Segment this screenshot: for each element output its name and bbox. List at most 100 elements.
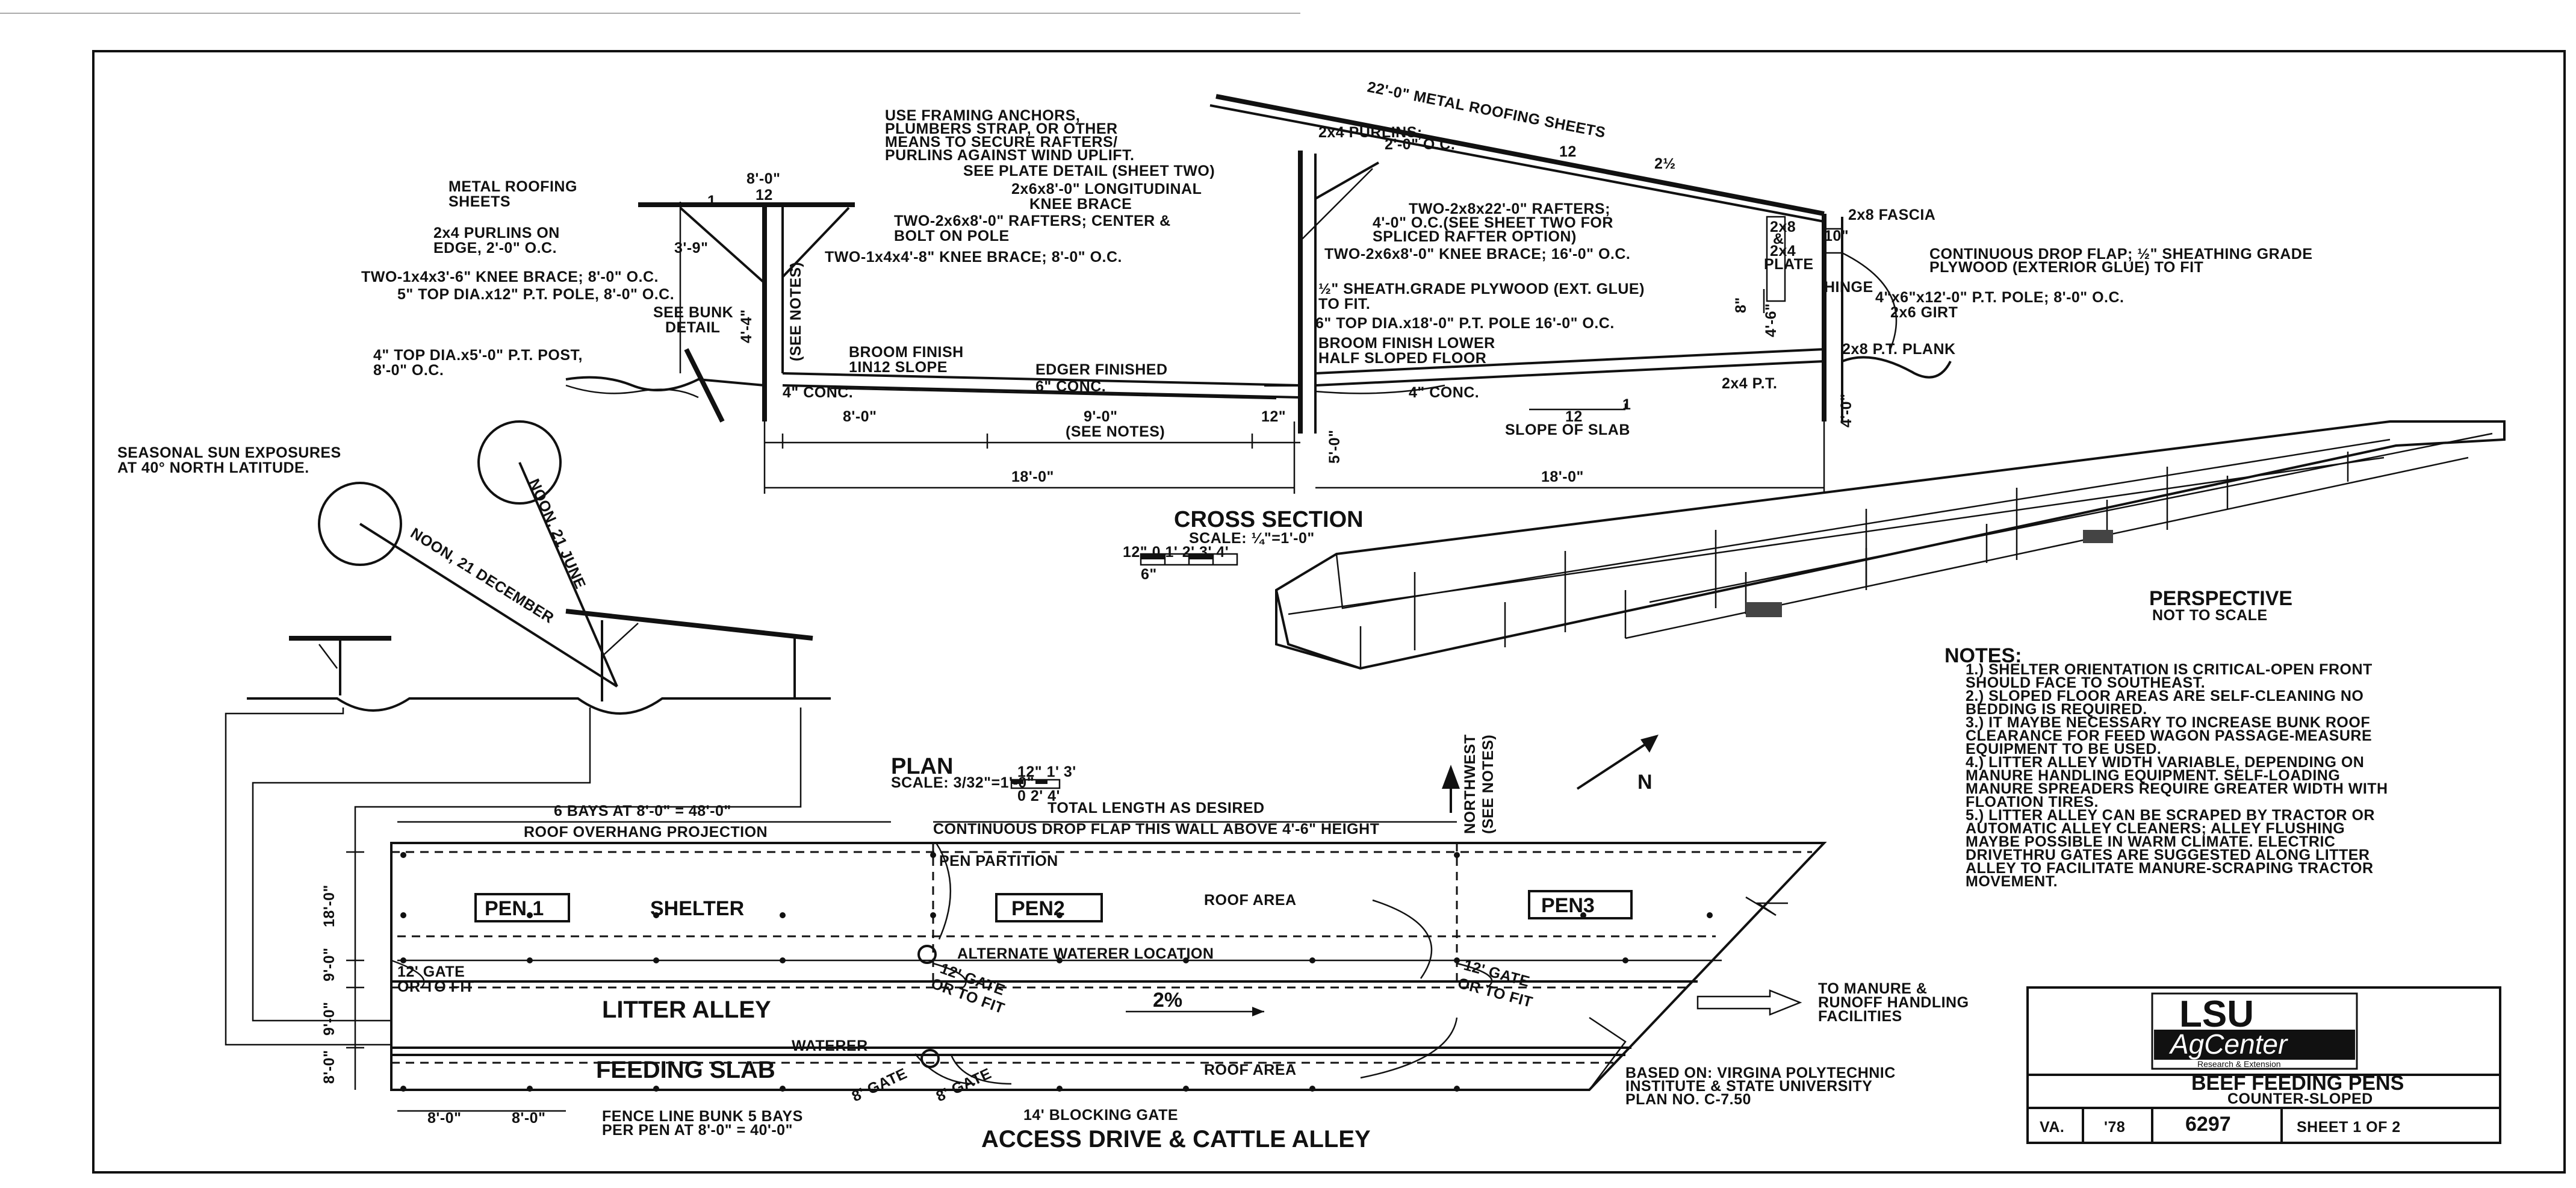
note-line: EQUIPMENT TO BE USED.	[1966, 741, 2161, 757]
note-line: CLEARANCE FOR FEED WAGON PASSAGE-MEASURE	[1966, 727, 2372, 744]
label-pitch-12-left: 12	[756, 187, 773, 204]
note-line: MANURE HANDLING EQUIPMENT. SELF-LOADING	[1966, 767, 2340, 784]
label-framing-2: PLUMBERS STRAP, OR OTHER	[885, 120, 1118, 137]
label-broom-finish: BROOM FINISH	[849, 344, 964, 361]
cross-section-scale-ticks: 12" 0 1' 2' 3' 4'	[1123, 544, 1229, 561]
shelter-label: SHELTER	[650, 897, 744, 920]
lsu-agcenter-logo: LSU AgCenter Research & Extension	[2151, 992, 2358, 1070]
label-purlins-on-edge-2: EDGE, 2'-0" O.C.	[433, 240, 557, 257]
label-pole-6-top: 6" TOP DIA.x18'-0" P.T. POLE 16'-0" O.C.	[1315, 315, 1615, 332]
label-pt-2x4: 2x4 P.T.	[1722, 375, 1778, 392]
label-fascia: 2x8 FASCIA	[1848, 207, 1935, 223]
note-line: MAYBE POSSIBLE IN WARM CLIMATE. ELECTRIC	[1966, 833, 2335, 850]
label-slope-of-slab: SLOPE OF SLAB	[1505, 421, 1630, 438]
label-plank: 2x8 P.T. PLANK	[1842, 341, 1956, 358]
plan-title: PLAN	[891, 754, 953, 779]
label-dim-9: 9'-0"	[1084, 408, 1117, 425]
northwest-see-notes: (SEE NOTES)	[1480, 735, 1497, 834]
label-purlins-2oc: 2'-0" O.C.	[1385, 136, 1455, 153]
note-line: FLOATION TIRES.	[1966, 794, 2099, 810]
label-pitch-2-5: 2½	[1654, 155, 1676, 172]
label-longitudinal-1: 2x6x8'-0" LONGITUDINAL	[1011, 181, 1202, 197]
notes-block: NOTES: 1.) SHELTER ORIENTATION IS CRITIC…	[1944, 644, 2388, 890]
label-width-8: 8'-0"	[746, 170, 780, 187]
sun-noon-june: NOON, 21 JUNE	[526, 476, 589, 591]
label-see-bunk-2: DETAIL	[665, 319, 720, 336]
or-to-fit-a: OR TO FIT	[397, 978, 474, 995]
note-line: DRIVETHRU GATES ARE SUGGESTED ALONG LITT…	[1966, 847, 2370, 863]
label-framing-4: PURLINS AGAINST WIND UPLIFT.	[885, 147, 1134, 164]
label-dim-4-4: 4'-4"	[738, 309, 755, 343]
cross-section-labels: METAL ROOFING SHEETS 8'-0" 12 1 2x4 PURL…	[361, 78, 2313, 583]
pen2-label: PEN2	[1011, 897, 1065, 920]
based-on-1: BASED ON: VIRGINA POLYTECHNIC	[1625, 1065, 1896, 1081]
note-line: SHOULD FACE TO SOUTHEAST.	[1966, 674, 2205, 691]
note-line: 5.) LITTER ALLEY CAN BE SCRAPED BY TRACT…	[1966, 807, 2375, 824]
label-dim-18-right: 18'-0"	[1541, 468, 1584, 485]
alt-waterer-icon	[917, 945, 937, 964]
label-sheets: SHEETS	[448, 193, 511, 210]
plan-total-length: TOTAL LENGTH AS DESIRED	[1047, 800, 1265, 816]
title-block-sheet: SHEET 1 OF 2	[2297, 1119, 2401, 1136]
cross-section-scale-6: 6"	[1141, 566, 1157, 583]
title-block-plan-no: 6297	[2185, 1113, 2231, 1136]
label-purlins-2x4: 2x4 PURLINS;	[1318, 124, 1423, 141]
label-longitudinal-2: KNEE BRACE	[1029, 196, 1132, 213]
label-conc-4-mid: 4" CONC.	[1409, 384, 1479, 401]
svg-text:AgCenter: AgCenter	[2168, 1028, 2288, 1060]
sun-exposure-diagram: SEASONAL SUN EXPOSURES AT 40° NORTH LATI…	[117, 420, 831, 715]
perspective-subtitle: NOT TO SCALE	[2152, 607, 2268, 624]
label-plate-2x8: 2x8	[1770, 219, 1796, 235]
title-block-title-1: BEEF FEEDING PENS	[2191, 1072, 2404, 1095]
plan-scale-ticks: 12" 1' 3'	[1017, 763, 1076, 780]
label-dim-10: 10"	[1824, 228, 1849, 244]
based-on-2: INSTITUTE & STATE UNIVERSITY	[1625, 1078, 1872, 1095]
label-post-4-top-1: 4" TOP DIA.x5'-0" P.T. POST,	[373, 347, 583, 364]
blocking-gate: 14' BLOCKING GATE	[1023, 1107, 1178, 1124]
sun-title-2: AT 40° NORTH LATITUDE.	[117, 459, 309, 476]
label-rafters-2x8-1: TWO-2x8x22'-0" RAFTERS;	[1409, 201, 1610, 217]
label-dim-4-6: 4'-6"	[1763, 303, 1780, 337]
label-knee-1x4x4: TWO-1x4x4'-8" KNEE BRACE; 8'-0" O.C.	[825, 249, 1122, 266]
plan-labels: PLAN SCALE: 3/32"=1'-0" 12" 1' 3' 0 2' 4…	[321, 734, 1969, 1152]
label-rafters-center-2: BOLT ON POLE	[894, 228, 1010, 244]
label-plate-detail: SEE PLATE DETAIL (SHEET TWO)	[963, 163, 1215, 179]
note-line: 4.) LITTER ALLEY WIDTH VARIABLE, DEPENDI…	[1966, 754, 2364, 771]
label-knee-brace-1x4x3: TWO-1x4x3'-6" KNEE BRACE; 8'-0" O.C.	[361, 269, 659, 285]
plan-dim-8c: 8'-0"	[512, 1110, 545, 1127]
plan-dim-8b: 8'-0"	[427, 1110, 461, 1127]
label-broom-lower-2: HALF SLOPED FLOOR	[1318, 350, 1486, 367]
label-slope-1in12: 1IN12 SLOPE	[849, 359, 948, 376]
note-line: AUTOMATIC ALLEY CLEANERS; ALLEY FLUSHING	[1966, 820, 2345, 837]
label-purlins-on-edge-1: 2x4 PURLINS ON	[433, 225, 560, 241]
label-drop-flap-1: CONTINUOUS DROP FLAP; ½" SHEATHING GRADE	[1929, 246, 2313, 263]
note-line: MOVEMENT.	[1966, 873, 2058, 890]
svg-text:LSU: LSU	[2179, 994, 2254, 1035]
fence-line-1: FENCE LINE BUNK 5 BAYS	[602, 1108, 803, 1125]
litter-alley-label: LITTER ALLEY	[602, 997, 771, 1023]
label-plate-amp: &	[1773, 231, 1784, 247]
label-plywood-1: ½" SHEATH.GRADE PLYWOOD (EXT. GLUE)	[1318, 281, 1645, 297]
title-block-title-2: COUNTER-SLOPED	[2227, 1090, 2373, 1107]
north-arrow-icon	[1576, 736, 1657, 790]
plan-bays: 6 BAYS AT 8'-0" = 48'-0"	[554, 803, 731, 819]
sun-title-1: SEASONAL SUN EXPOSURES	[117, 444, 341, 461]
plan-scale-ticks-2: 0 2' 4'	[1017, 788, 1060, 804]
plan-dim-9a: 9'-0"	[321, 948, 338, 981]
slope-2pct: 2%	[1153, 989, 1182, 1012]
northwest-label: NORTHWEST	[1462, 734, 1479, 834]
sun-june-icon	[477, 420, 562, 505]
label-plate-word: PLATE	[1764, 256, 1814, 273]
svg-text:Research & Extension: Research & Extension	[2197, 1059, 2281, 1069]
title-block-year: '78	[2104, 1119, 2125, 1136]
label-dim-12: 12"	[1261, 408, 1286, 425]
title-block: LSU AgCenter Research & Extension BEEF F…	[2026, 986, 2501, 1144]
label-rafters-2x8-3: SPLICED RAFTER OPTION)	[1373, 228, 1577, 245]
label-dim-8-small: 8"	[1733, 297, 1749, 313]
label-pitch-12-right: 12	[1559, 143, 1577, 160]
title-block-state: VA.	[2040, 1119, 2064, 1136]
gate-8-a: 8' GATE	[849, 1065, 910, 1106]
label-rafters-2x8-2: 4'-0" O.C.(SEE SHEET TWO FOR	[1373, 214, 1613, 231]
waterer-label: WATERER	[792, 1037, 868, 1054]
